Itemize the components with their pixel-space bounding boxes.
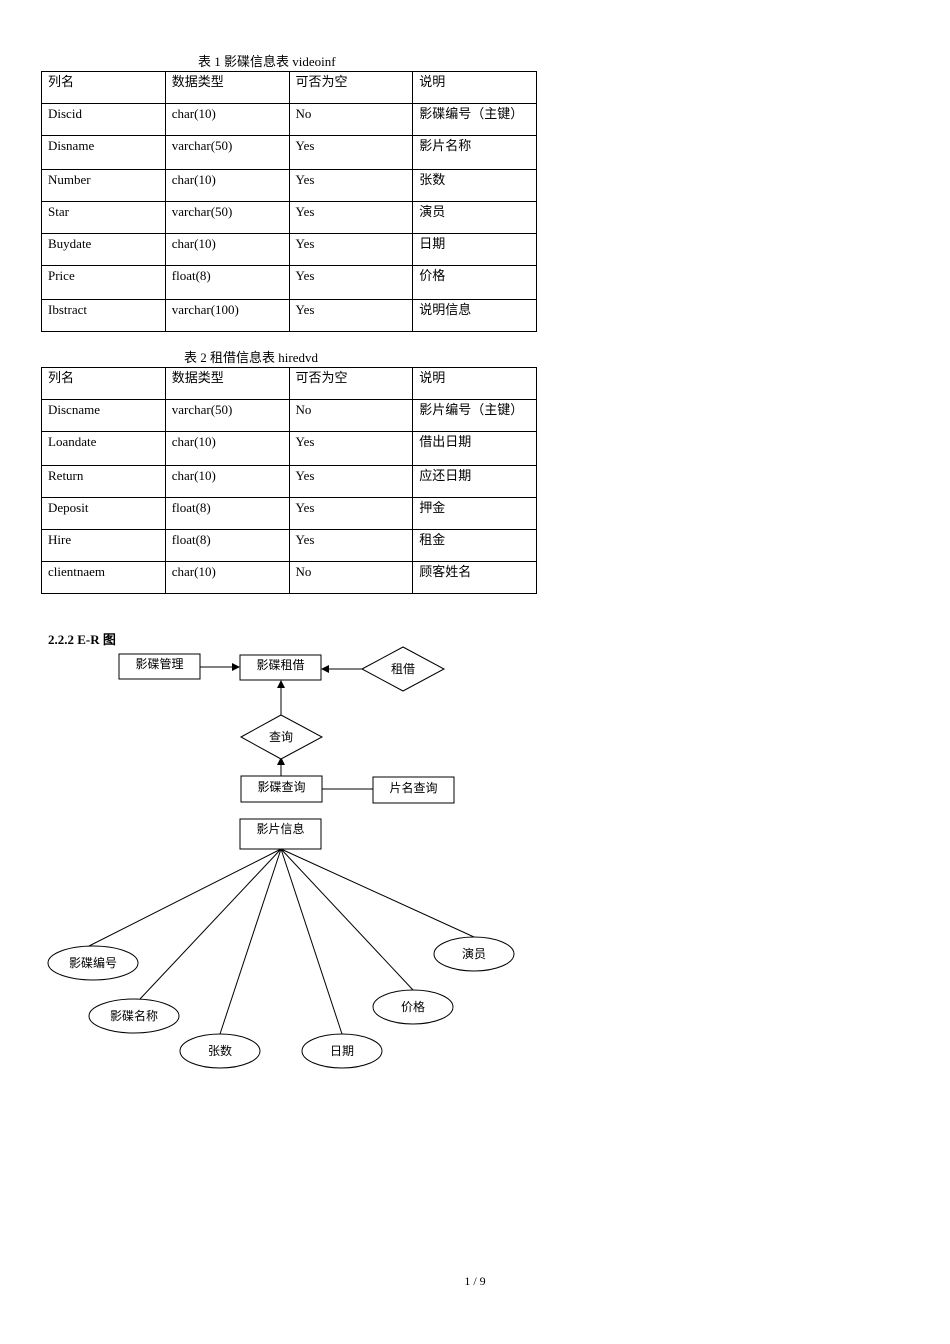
table-cell: 借出日期 [412, 431, 537, 466]
line-info-discid [88, 848, 282, 947]
table-cell: Yes [288, 529, 414, 562]
table-header-row: 列名数据类型可否为空说明 [41, 367, 537, 400]
attribute-count: 张数 [179, 1033, 261, 1069]
attribute-disc-id: 影碟编号 [47, 945, 139, 981]
attribute-disc-name-label: 影碟名称 [110, 1008, 158, 1023]
table-header-cell: 说明 [412, 71, 537, 104]
entity-film-info: 影片信息 [239, 818, 322, 850]
table-cell: 说明信息 [412, 299, 537, 332]
table-cell: float(8) [164, 497, 290, 530]
table-cell: Hire [41, 529, 166, 562]
entity-disc-management-label: 影碟管理 [135, 656, 183, 671]
table-cell: Yes [288, 465, 414, 498]
relation-query-label: 查询 [269, 730, 293, 744]
table-header-cell: 可否为空 [288, 367, 414, 400]
table-cell: varchar(50) [164, 399, 290, 432]
table2-caption: 表 2 租借信息表 hiredvd [184, 350, 318, 365]
table-cell: 租金 [412, 529, 537, 562]
table-cell: clientnaem [41, 561, 166, 594]
page-number: 1 / 9 [464, 1274, 486, 1288]
table-cell: No [288, 561, 414, 594]
entity-title-query-label: 片名查询 [389, 780, 437, 795]
table-header-cell: 数据类型 [164, 367, 290, 400]
attribute-date-label: 日期 [330, 1044, 354, 1058]
table-cell: Price [41, 265, 166, 300]
table-header-row: 列名数据类型可否为空说明 [41, 71, 537, 104]
attribute-count-label: 张数 [208, 1043, 232, 1058]
entity-disc-query: 影碟查询 [240, 775, 323, 803]
table-cell: 押金 [412, 497, 537, 530]
table-cell: varchar(50) [164, 135, 290, 170]
section-heading: 2.2.2 E-R 图 [48, 632, 116, 647]
er-connectors [88, 663, 475, 1035]
attribute-date: 日期 [301, 1033, 383, 1069]
entity-disc-query-label: 影碟查询 [257, 780, 305, 794]
entity-disc-rental: 影碟租借 [239, 654, 322, 681]
table-cell: Loandate [41, 431, 166, 466]
relation-rent-label: 租借 [391, 662, 415, 676]
table-header-cell: 数据类型 [164, 71, 290, 104]
line-info-actor [280, 848, 475, 938]
table-header-cell: 列名 [41, 71, 166, 104]
line-info-discname [139, 848, 282, 1000]
attribute-price-label: 价格 [401, 999, 425, 1014]
line-info-price [280, 848, 414, 991]
table-cell: No [288, 399, 414, 432]
attribute-price: 价格 [372, 989, 454, 1025]
table-cell: 演员 [412, 201, 537, 234]
table-cell: 张数 [412, 169, 537, 202]
attribute-disc-id-label: 影碟编号 [69, 955, 117, 970]
table-cell: char(10) [164, 561, 290, 594]
table-cell: 应还日期 [412, 465, 537, 498]
attribute-actor-label: 演员 [462, 946, 486, 961]
table-cell: Yes [288, 135, 414, 170]
table-cell: 影碟编号（主键） [412, 103, 537, 136]
table-cell: Star [41, 201, 166, 234]
attribute-actor: 演员 [433, 936, 515, 972]
table-cell: 影片名称 [412, 135, 537, 170]
table1-caption: 表 1 影碟信息表 videoinf [198, 54, 336, 69]
line-info-count [219, 848, 282, 1035]
entity-disc-management: 影碟管理 [118, 653, 201, 680]
relation-query: 查询 [239, 714, 324, 760]
table-cell: Yes [288, 201, 414, 234]
table-cell: Discname [41, 399, 166, 432]
table-cell: Return [41, 465, 166, 498]
table-cell: varchar(100) [164, 299, 290, 332]
table-cell: char(10) [164, 465, 290, 498]
table-cell: 影片编号（主键） [412, 399, 537, 432]
table-cell: char(10) [164, 431, 290, 466]
relation-rent: 租借 [360, 646, 446, 692]
table-cell: 顾客姓名 [412, 561, 537, 594]
table-cell: Ibstract [41, 299, 166, 332]
attribute-disc-name: 影碟名称 [88, 998, 180, 1034]
line-info-date [280, 848, 343, 1035]
table-header-cell: 可否为空 [288, 71, 414, 104]
entity-title-query: 片名查询 [372, 776, 455, 804]
table-cell: No [288, 103, 414, 136]
table-cell: char(10) [164, 233, 290, 266]
entity-disc-rental-label: 影碟租借 [256, 658, 304, 672]
entity-film-info-label: 影片信息 [256, 821, 304, 836]
table-cell: Yes [288, 299, 414, 332]
table-cell: char(10) [164, 169, 290, 202]
